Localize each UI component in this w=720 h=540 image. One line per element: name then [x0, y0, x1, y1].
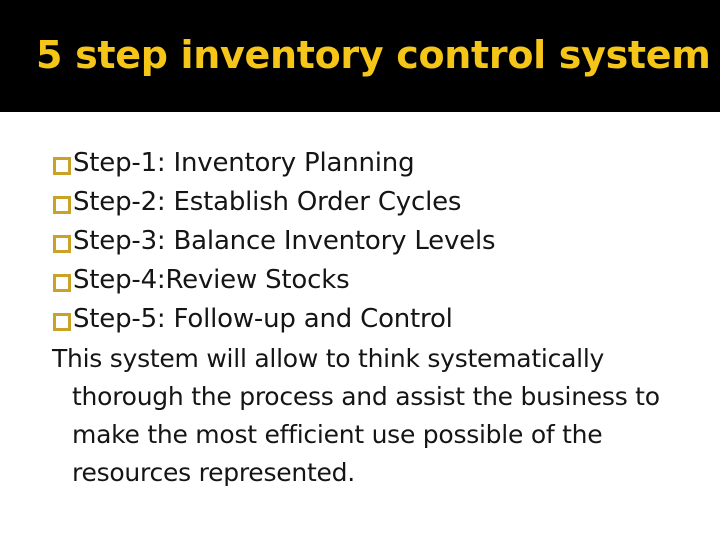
square-bullet-icon [53, 196, 71, 214]
list-item: Step-5: Follow-up and Control [53, 300, 713, 339]
list-item: Step-1: Inventory Planning [53, 144, 713, 183]
list-item-label: Step-1: Inventory Planning [73, 148, 415, 178]
square-bullet-icon [53, 235, 71, 253]
list-item-label: Step-4:Review Stocks [73, 265, 350, 295]
list-item: Step-2: Establish Order Cycles [53, 183, 713, 222]
title-band: 5 step inventory control system [0, 0, 720, 112]
square-bullet-icon [53, 313, 71, 331]
body-paragraph: This system will allow to think systemat… [52, 344, 660, 487]
bullet-list: Step-1: Inventory Planning Step-2: Estab… [53, 144, 713, 339]
list-item-label: Step-2: Establish Order Cycles [73, 187, 462, 217]
list-item-label: Step-3: Balance Inventory Levels [73, 226, 496, 256]
page-title: 5 step inventory control system [36, 33, 711, 78]
list-item: Step-3: Balance Inventory Levels [53, 222, 713, 261]
slide-body: Step-1: Inventory Planning Step-2: Estab… [0, 112, 720, 540]
square-bullet-icon [53, 157, 71, 175]
list-item: Step-4:Review Stocks [53, 261, 713, 300]
square-bullet-icon [53, 274, 71, 292]
list-item-label: Step-5: Follow-up and Control [73, 304, 453, 334]
